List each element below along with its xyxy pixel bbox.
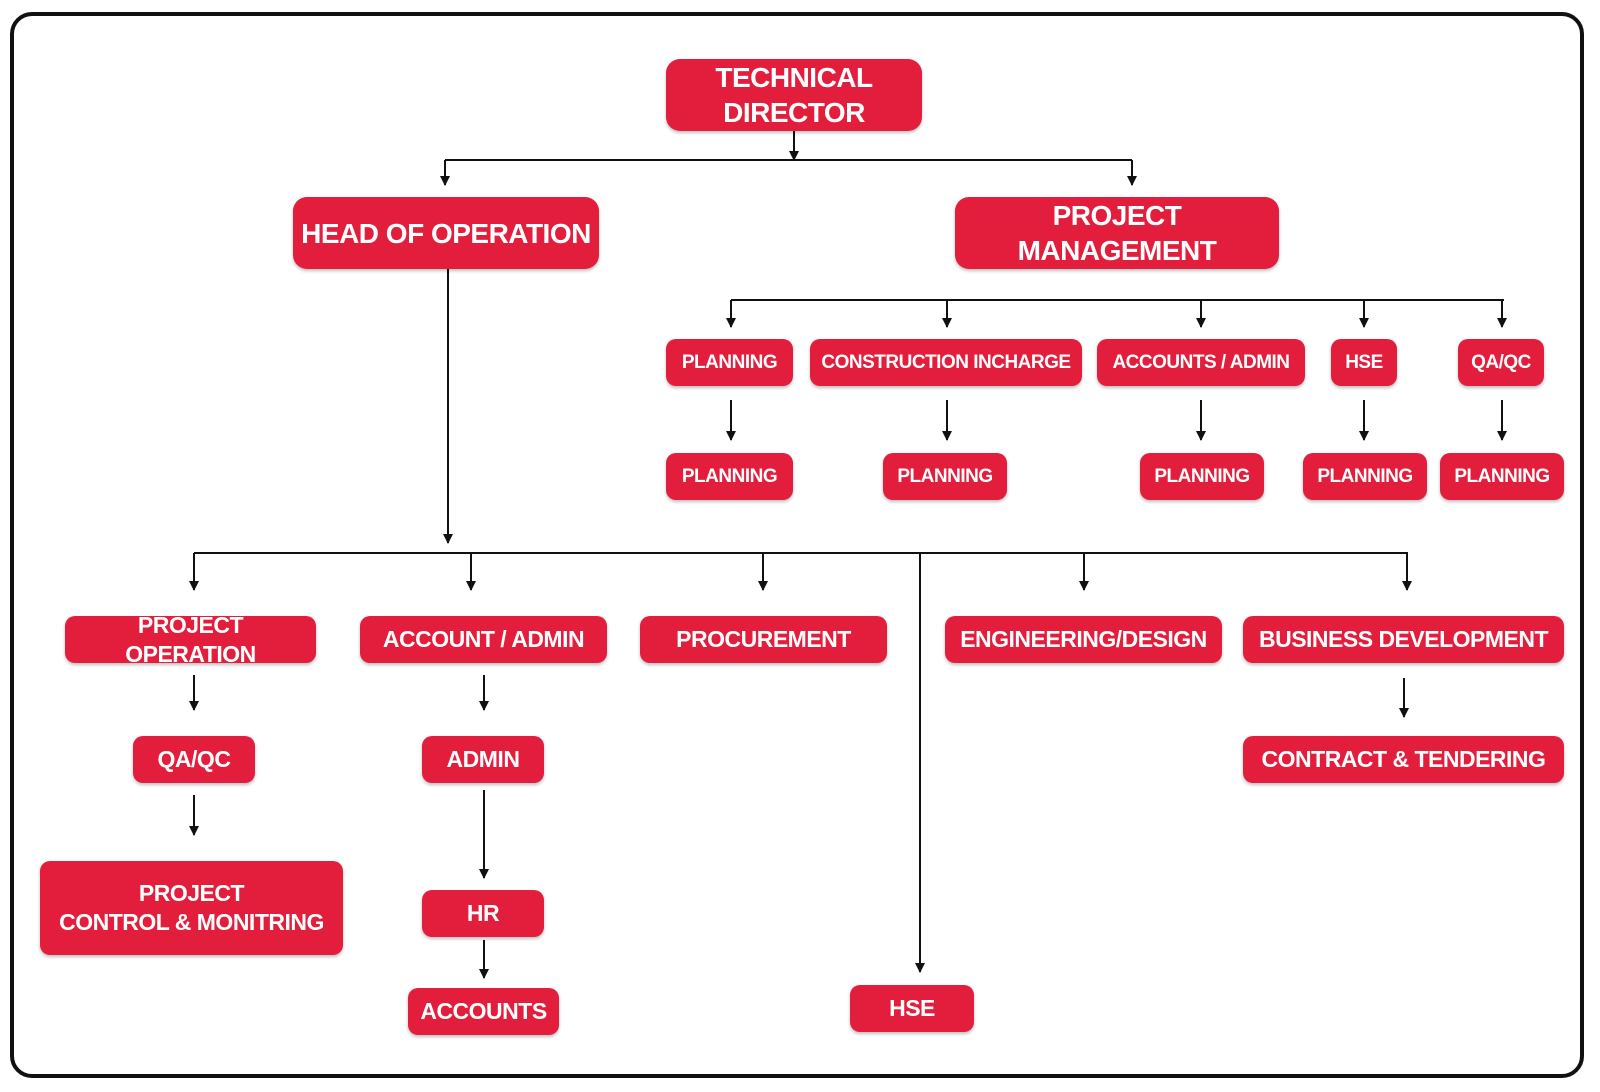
node-engineering-design: ENGINEERING/DESIGN — [945, 616, 1222, 663]
node-pm-construction-sub: PLANNING — [883, 453, 1007, 500]
node-business-development: BUSINESS DEVELOPMENT — [1243, 616, 1564, 663]
node-head-of-operation: HEAD OF OPERATION — [293, 197, 599, 269]
node-project-operation: PROJECT OPERATION — [65, 612, 316, 667]
node-pm-hse-sub: PLANNING — [1303, 453, 1427, 500]
node-project-management: PROJECT MANAGEMENT — [955, 197, 1279, 269]
node-accounts: ACCOUNTS — [408, 988, 559, 1035]
node-pm-hse: HSE — [1331, 339, 1397, 386]
node-account-admin: ACCOUNT / ADMIN — [360, 616, 607, 663]
node-pm-accounts-admin: ACCOUNTS / ADMIN — [1097, 339, 1305, 386]
node-procurement: PROCUREMENT — [640, 616, 887, 663]
node-project-control-monitoring: PROJECT CONTROL & MONITRING — [40, 861, 343, 955]
node-hse: HSE — [850, 985, 974, 1032]
node-qaqc: QA/QC — [133, 736, 255, 783]
node-technical-director: TECHNICAL DIRECTOR — [666, 59, 922, 131]
node-pm-qaqc: QA/QC — [1458, 339, 1544, 386]
node-pm-planning: PLANNING — [666, 339, 793, 386]
node-pm-planning-sub: PLANNING — [666, 453, 793, 500]
node-contract-tendering: CONTRACT & TENDERING — [1243, 736, 1564, 783]
node-pm-qaqc-sub: PLANNING — [1440, 453, 1564, 500]
node-pm-accounts-sub: PLANNING — [1140, 453, 1264, 500]
node-pm-construction-incharge: CONSTRUCTION INCHARGE — [810, 339, 1082, 386]
node-hr: HR — [422, 890, 544, 937]
node-admin: ADMIN — [422, 736, 544, 783]
